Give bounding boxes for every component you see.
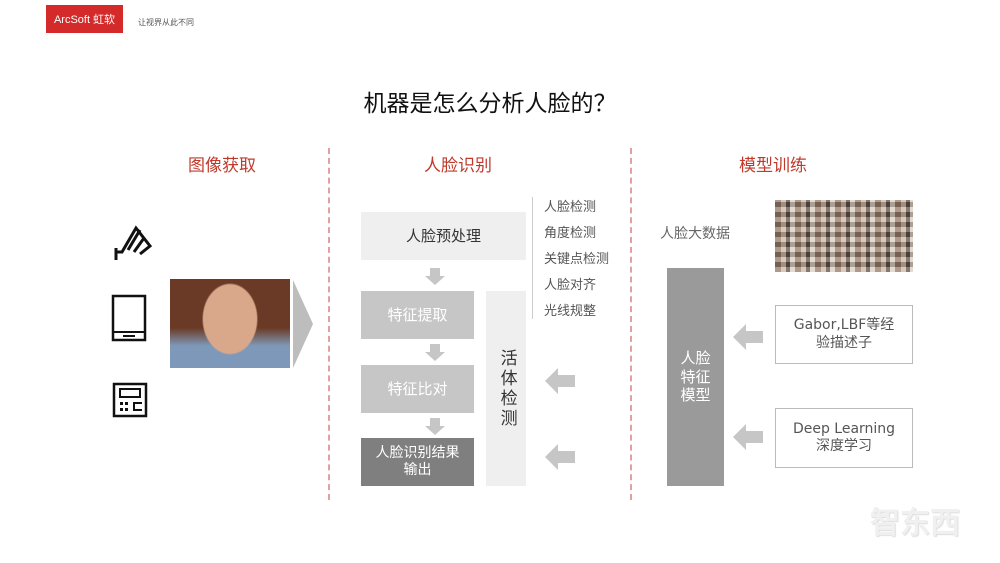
model-box: 人脸特征模型 bbox=[667, 268, 724, 486]
tablet-icon bbox=[111, 294, 147, 342]
step-item: 光线规整 bbox=[544, 304, 597, 319]
divider bbox=[630, 148, 632, 500]
left-arrow-icon bbox=[545, 444, 575, 470]
deep-learning-sub: 深度学习 bbox=[816, 438, 872, 454]
step-item: 关键点检测 bbox=[544, 252, 610, 267]
arcsoft-logo: ArcSoft 虹软 bbox=[46, 5, 123, 33]
step-item: 角度检测 bbox=[544, 226, 597, 241]
compare-box: 特征比对 bbox=[361, 365, 474, 413]
face-photo bbox=[170, 279, 290, 368]
output-box: 人脸识别结果输出 bbox=[361, 438, 474, 486]
camera-icon bbox=[114, 225, 153, 260]
bracket-line bbox=[532, 197, 533, 319]
down-arrow-icon bbox=[425, 418, 445, 435]
deep-learning-title: Deep Learning bbox=[792, 420, 896, 437]
tagline: 让视界从此不同 bbox=[138, 18, 194, 27]
step-item: 人脸检测 bbox=[544, 200, 597, 215]
face-mosaic-image bbox=[775, 200, 913, 272]
watermark: 智东西 bbox=[870, 506, 960, 541]
heading-train: 模型训练 bbox=[739, 156, 807, 176]
heading-recognize: 人脸识别 bbox=[424, 156, 492, 176]
bigdata-label: 人脸大数据 bbox=[660, 226, 730, 242]
left-arrow-icon bbox=[733, 324, 763, 350]
heading-acquire: 图像获取 bbox=[188, 156, 256, 176]
left-arrow-icon bbox=[733, 424, 763, 450]
down-arrow-icon bbox=[425, 268, 445, 285]
page-title: 机器是怎么分析人脸的？ bbox=[363, 91, 617, 117]
down-arrow-icon bbox=[425, 344, 445, 361]
preprocess-box: 人脸预处理 bbox=[361, 212, 526, 260]
divider bbox=[328, 148, 330, 500]
right-arrow-icon bbox=[293, 280, 313, 368]
gabor-box: Gabor,LBF等经验描述子 bbox=[775, 305, 913, 364]
access-panel-icon bbox=[112, 382, 148, 418]
step-item: 人脸对齐 bbox=[544, 278, 597, 293]
extract-box: 特征提取 bbox=[361, 291, 474, 339]
left-arrow-icon bbox=[545, 368, 575, 394]
deep-learning-box: Deep Learning 深度学习 bbox=[775, 408, 913, 468]
liveness-box: 活体检测 bbox=[486, 291, 526, 486]
